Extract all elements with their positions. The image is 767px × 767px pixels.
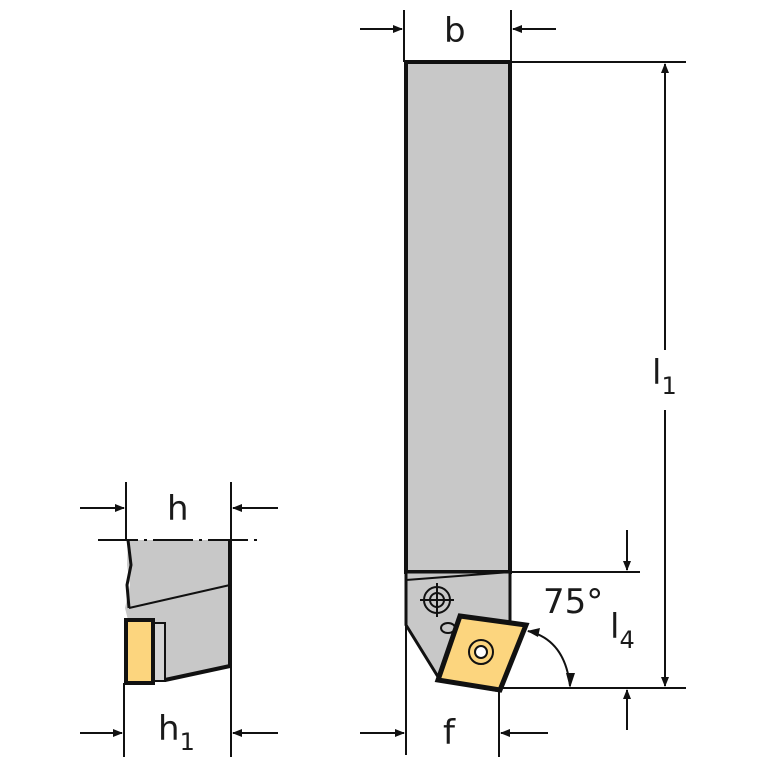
angle-75-arc — [527, 628, 575, 688]
label-h1: h1 — [158, 709, 195, 756]
label-l1: l1 — [652, 353, 677, 400]
dimension-l1 — [500, 61, 686, 689]
label-l4: l4 — [610, 607, 635, 654]
label-b: b — [444, 11, 466, 51]
dimension-h — [80, 482, 278, 540]
dimension-h1 — [80, 668, 278, 757]
shank-end-view — [98, 539, 262, 685]
square-insert — [434, 613, 530, 693]
dimension-f — [360, 688, 548, 757]
label-angle: 75° — [543, 582, 604, 622]
clamp-screw-icon — [420, 583, 456, 634]
label-h: h — [167, 489, 189, 529]
dimension-l4 — [510, 530, 640, 730]
label-f: f — [443, 713, 455, 753]
dimension-b — [360, 10, 556, 62]
